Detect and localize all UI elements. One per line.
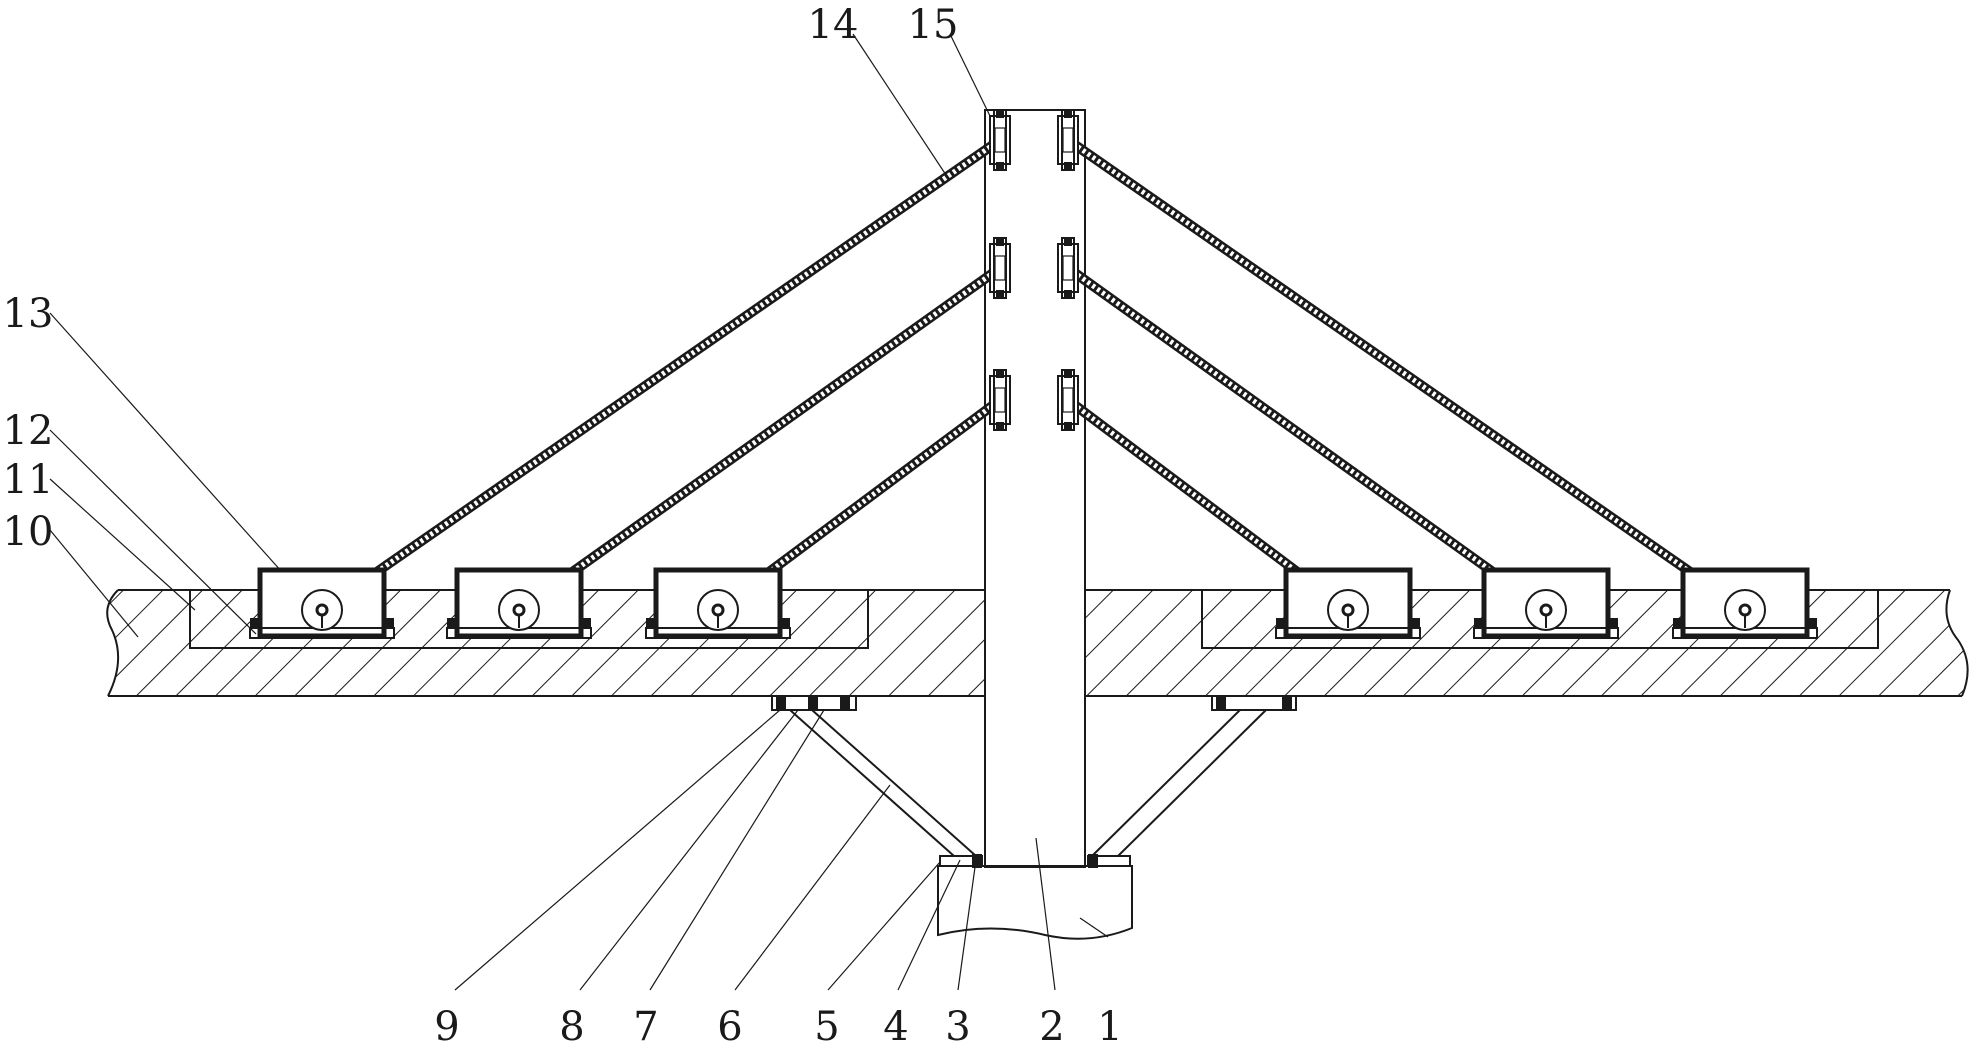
label-14: 14 [808,2,859,48]
stay-cables [322,140,1745,610]
label-1: 1 [1097,1004,1122,1050]
label-13: 13 [3,291,54,337]
tower [985,110,1085,867]
label-5: 5 [814,1004,839,1050]
label-3: 3 [945,1004,970,1050]
label-6: 6 [717,1004,742,1050]
label-9: 9 [434,1004,459,1050]
support-struts [772,696,1296,856]
part-labels: 1 2 3 4 5 6 7 8 9 10 11 12 13 14 15 [3,2,1123,1050]
label-12: 12 [3,408,54,454]
label-15: 15 [908,2,959,48]
label-4: 4 [883,1004,908,1050]
deck-anchor-boxes [250,570,1817,638]
label-10: 10 [3,509,54,555]
label-11: 11 [3,457,54,503]
label-8: 8 [559,1004,584,1050]
label-2: 2 [1039,1004,1064,1050]
label-7: 7 [633,1004,658,1050]
tower-cable-anchors [990,110,1078,430]
